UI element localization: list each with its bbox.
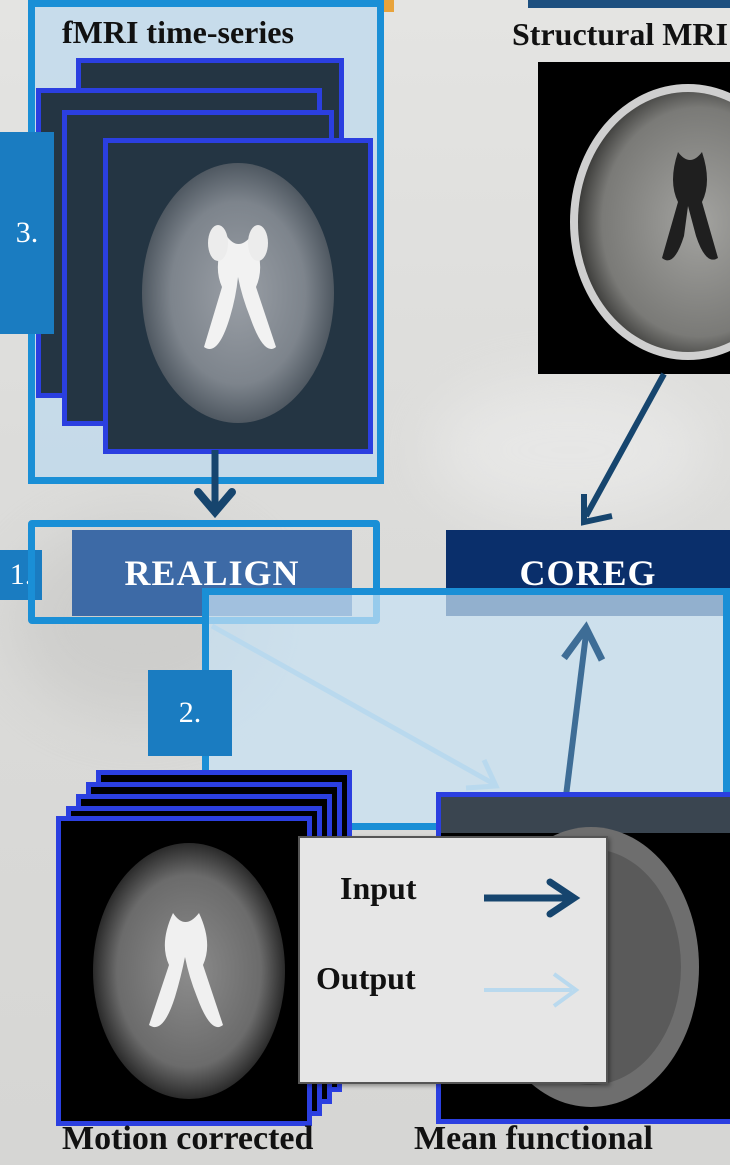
legend-input-arrow bbox=[476, 874, 586, 924]
structural-brain-image bbox=[538, 62, 730, 374]
input-arrow-structural-to-coreg bbox=[572, 370, 684, 530]
caption-mean-functional: Mean functional bbox=[414, 1120, 653, 1158]
structural-title: Structural MRI bbox=[512, 16, 728, 53]
structural-frame bbox=[538, 62, 730, 374]
fmri-panel-title: fMRI time-series bbox=[62, 14, 294, 51]
input-arrow-mean-to-coreg bbox=[550, 618, 620, 800]
legend-output-arrow bbox=[476, 960, 586, 1020]
motion-brain-image bbox=[61, 821, 307, 1121]
legend-input-label: Input bbox=[340, 870, 417, 907]
fmri-frame-front bbox=[103, 138, 373, 454]
step-3-tag: 3. bbox=[0, 132, 54, 334]
caption-motion-corrected: Motion corrected bbox=[62, 1120, 313, 1158]
legend: Input Output bbox=[298, 836, 608, 1084]
step-2-label: 2. bbox=[179, 696, 202, 730]
motion-frame-front bbox=[56, 816, 312, 1126]
fmri-brain-image bbox=[108, 143, 368, 449]
input-arrow-fmri-to-realign bbox=[190, 446, 250, 524]
structural-top-bar bbox=[528, 0, 730, 8]
legend-output-label: Output bbox=[316, 960, 416, 997]
step-3-label: 3. bbox=[16, 216, 39, 250]
